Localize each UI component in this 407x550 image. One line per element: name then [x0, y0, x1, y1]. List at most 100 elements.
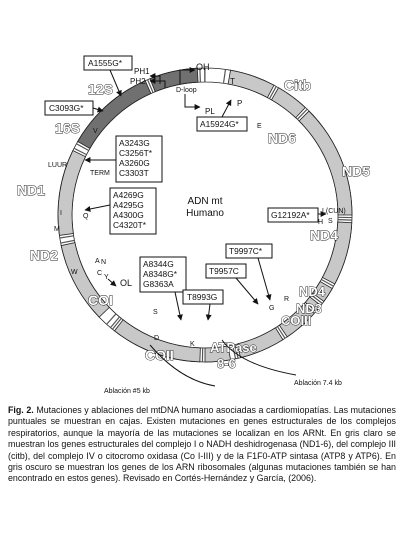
- label-w: W: [71, 269, 78, 276]
- svg-text:A4269G: A4269G: [113, 190, 144, 200]
- mutation-box-15924: A15924G*: [196, 116, 248, 132]
- ablation-7-4kb-arc: [149, 344, 216, 387]
- gene-12s: 12S: [88, 81, 113, 97]
- label-m: M: [54, 226, 60, 233]
- mtdna-diagram: ADN mt Humano 12S 16S ND1 ND2 COI COII A…: [17, 55, 371, 395]
- trna-tick: [268, 86, 277, 99]
- ablation-7-4kb-label: Ablación 7.4 kb: [294, 380, 342, 387]
- label-e: E: [257, 123, 262, 130]
- figure-caption: Fig. 2. Mutaciones y ablaciones del mtDN…: [8, 405, 396, 485]
- svg-text:A8344G: A8344G: [143, 259, 174, 269]
- label-p: P: [237, 99, 242, 108]
- trna-tick: [76, 143, 89, 152]
- gene-nd2: ND2: [30, 247, 58, 263]
- svg-text:C3303T: C3303T: [119, 168, 149, 178]
- arc-co2: [204, 345, 231, 363]
- pointer-9957: [235, 277, 259, 305]
- trna-tick: [60, 239, 75, 244]
- arc-nd4l: [312, 280, 333, 302]
- svg-text:A3243G: A3243G: [119, 138, 150, 148]
- label-ph2: PH2: [130, 77, 146, 86]
- ablation-5kb-arc: [221, 339, 297, 376]
- caption-text: Mutaciones y ablaciones del mtDNA humano…: [8, 405, 396, 484]
- arc-citb: [227, 69, 275, 99]
- arc-12s: [149, 67, 199, 93]
- mutation-box-3093: C3093G*: [44, 100, 94, 116]
- ph2-arrow: [149, 78, 166, 88]
- gene-nd6: ND6: [268, 130, 296, 146]
- svg-text:A15924G*: A15924G*: [200, 119, 239, 129]
- trna-tick: [222, 69, 227, 84]
- label-q: Q: [83, 213, 89, 220]
- center-label-line1: ADN mt: [188, 196, 223, 207]
- label-n: N: [101, 259, 106, 266]
- svg-text:A3260G: A3260G: [119, 158, 150, 168]
- mutation-box-8993: T8993G: [182, 289, 224, 305]
- label-ph1: PH1: [134, 67, 150, 76]
- svg-text:A8348G*: A8348G*: [143, 269, 178, 279]
- gene-nd4: ND4: [310, 227, 338, 243]
- label-y: Y: [104, 274, 109, 281]
- label-s2: S: [328, 218, 333, 225]
- pointer-3093: [92, 106, 104, 113]
- label-g: G: [269, 305, 274, 312]
- arc-nd3: [304, 296, 322, 313]
- arc-co3: [278, 303, 315, 338]
- pointer-8993: [205, 303, 212, 321]
- arc-nd6: [270, 87, 306, 119]
- mutation-box-1555: A1555G*: [83, 55, 133, 71]
- label-t: T: [230, 77, 235, 86]
- label-r: R: [284, 296, 289, 303]
- mtdna-ring: [57, 67, 353, 363]
- label-oh: OH: [196, 62, 210, 72]
- pointer-9997: [257, 257, 272, 301]
- trna-tick: [59, 235, 74, 239]
- label-i: I: [60, 210, 62, 217]
- arc-16s: [77, 80, 152, 150]
- gene-atpase-sub: 8-6: [217, 356, 236, 371]
- trna-tick: [296, 108, 308, 120]
- svg-text:T9997C*: T9997C*: [229, 246, 263, 256]
- center-label-line2: Humano: [186, 208, 224, 219]
- gene-co1: COI: [88, 292, 113, 308]
- label-v: V: [93, 128, 98, 135]
- gene-nd3: ND3: [296, 301, 322, 316]
- arc-atpase: [236, 327, 284, 359]
- label-c: C: [97, 270, 102, 277]
- label-dloop: D-loop: [176, 87, 197, 94]
- trna-tick: [321, 278, 334, 287]
- label-pl: PL: [205, 107, 215, 116]
- arc-nd2: [60, 242, 110, 318]
- trna-tick: [147, 79, 154, 93]
- svg-text:G8363A: G8363A: [143, 279, 174, 289]
- label-s: S: [153, 309, 158, 316]
- gene-citb: Citb: [284, 77, 311, 93]
- label-term: TERM: [90, 170, 110, 177]
- arc-nd1: [57, 150, 86, 236]
- pointer-4269: [84, 204, 111, 212]
- label-d: D: [154, 335, 159, 342]
- mutation-box-9957: T9957C: [205, 263, 247, 279]
- arc-nd4: [321, 221, 353, 285]
- mutation-box-8344: A8344G A8348G* G8363A: [139, 256, 187, 293]
- trna-tick: [106, 313, 117, 325]
- label-k: K: [190, 341, 195, 348]
- label-a: A: [95, 258, 100, 265]
- ol-arrow: [107, 278, 117, 287]
- caption-fig-label: Fig. 2.: [8, 405, 34, 415]
- label-ol: OL: [120, 278, 132, 288]
- svg-text:C3256T*: C3256T*: [119, 148, 153, 158]
- pl-arrow: [184, 94, 201, 110]
- svg-text:G12192A*: G12192A*: [271, 210, 310, 220]
- trna-tick: [276, 326, 286, 339]
- mutation-box-3243: A3243G C3256T* A3260G C3303T: [115, 135, 163, 183]
- mutation-box-4269: A4269G A4295G A4300G C4320T*: [109, 187, 157, 235]
- svg-text:C4320T*: C4320T*: [113, 220, 147, 230]
- label-luur: LUUR: [48, 162, 67, 169]
- arc-nd5: [298, 110, 353, 216]
- trna-tick: [73, 147, 87, 156]
- mutation-box-9997: T9997C*: [225, 243, 273, 259]
- label-h: H: [318, 219, 323, 226]
- gene-nd1: ND1: [17, 182, 45, 198]
- pointer-8344: [174, 291, 183, 321]
